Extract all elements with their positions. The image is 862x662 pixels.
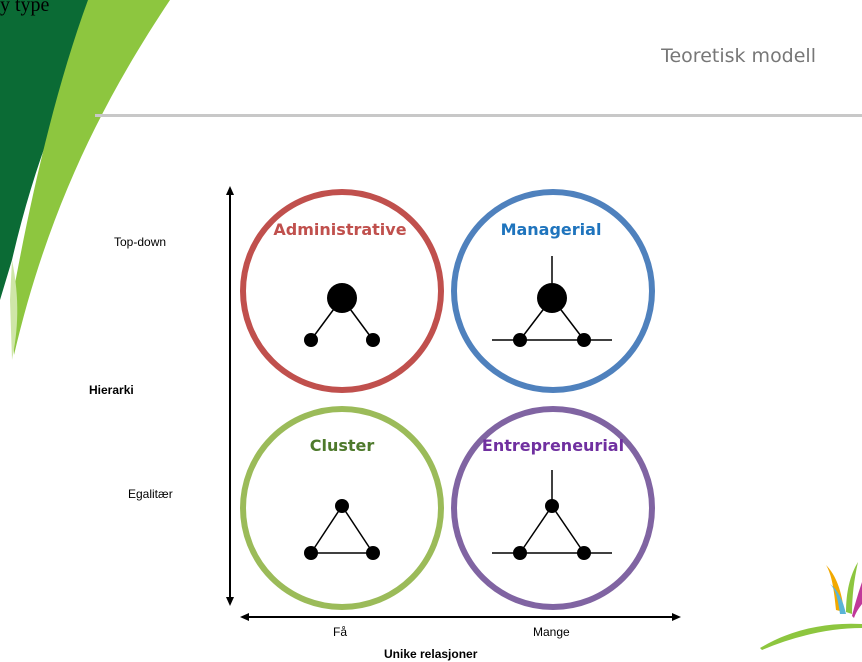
- cluster-network-icon: [304, 499, 380, 560]
- swoosh-pale: [10, 260, 18, 360]
- administrative-title: Administrative: [273, 220, 406, 239]
- y-high-label: Top-down: [114, 235, 167, 249]
- cluster-title: Cluster: [310, 436, 375, 455]
- slide-title: Teoretisk modell: [661, 45, 816, 67]
- entrepreneurial-title: Entrepreneurial: [482, 436, 624, 455]
- managerial-circle: [451, 189, 655, 393]
- entrepreneurial-network-icon: [492, 470, 612, 560]
- swoosh-dark-green: [0, 0, 115, 300]
- y-low-label: Egalitær: [128, 487, 173, 501]
- x-high-label: Mange: [533, 625, 570, 639]
- y-axis-title: Hierarki: [89, 383, 134, 397]
- top-snippet-text: y type: [0, 0, 50, 16]
- managerial-title: Managerial: [501, 220, 602, 239]
- administrative-network-icon: [304, 283, 380, 347]
- cluster-circle: [240, 406, 444, 610]
- swoosh-light-green: [12, 0, 170, 355]
- administrative-circle: [240, 189, 444, 393]
- managerial-network-icon: [492, 256, 612, 347]
- x-low-label: Få: [333, 625, 348, 639]
- entrepreneurial-circle: [451, 406, 655, 610]
- x-axis-title: Unike relasjoner: [384, 647, 478, 661]
- title-divider: [95, 114, 862, 117]
